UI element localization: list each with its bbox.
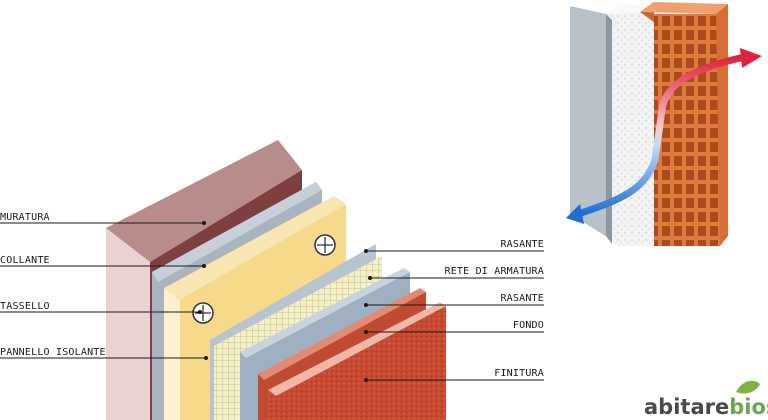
heat-flow-arrow (574, 54, 744, 218)
left-callouts: MURATURA COLLANTE TASSELLO PANNELLO ISOL… (0, 212, 208, 360)
anchor-lower (192, 302, 214, 324)
leaf-icon (736, 380, 760, 394)
label-rasante-2: RASANTE (500, 293, 544, 304)
insulation-panel-side (164, 288, 180, 420)
logo-text-bios: bios (729, 395, 768, 419)
label-pannello-isolante: PANNELLO ISOLANTE (0, 347, 106, 358)
label-fondo: FONDO (513, 320, 544, 331)
masonry-side (106, 228, 150, 420)
inset-insulation (606, 12, 654, 246)
finish-layer (268, 306, 446, 420)
arrow-head-hot (740, 48, 762, 68)
svg-text:abitarebios: abitarebios (644, 395, 768, 419)
inset-brick-top (640, 2, 728, 14)
inset-plaster (570, 6, 612, 244)
anchor-upper (314, 234, 336, 256)
thermal-inset (566, 2, 762, 246)
label-finitura: FINITURA (494, 368, 544, 379)
label-rasante-1: RASANTE (500, 239, 544, 250)
label-tassello: TASSELLO (0, 301, 50, 312)
right-callouts: RASANTE RETE DI ARMATURA RASANTE FONDO F… (364, 239, 544, 382)
abitarebios-logo: abitarebios (644, 380, 768, 419)
wall-layers (106, 140, 446, 420)
logo-text-abitare: abitare (644, 395, 729, 419)
label-collante: COLLANTE (0, 255, 50, 266)
inset-brick-front (654, 14, 720, 246)
label-rete-di-armatura: RETE DI ARMATURA (444, 266, 544, 277)
masonry-top (106, 140, 302, 262)
arrow-head-cold (566, 204, 584, 224)
label-muratura: MURATURA (0, 212, 50, 223)
